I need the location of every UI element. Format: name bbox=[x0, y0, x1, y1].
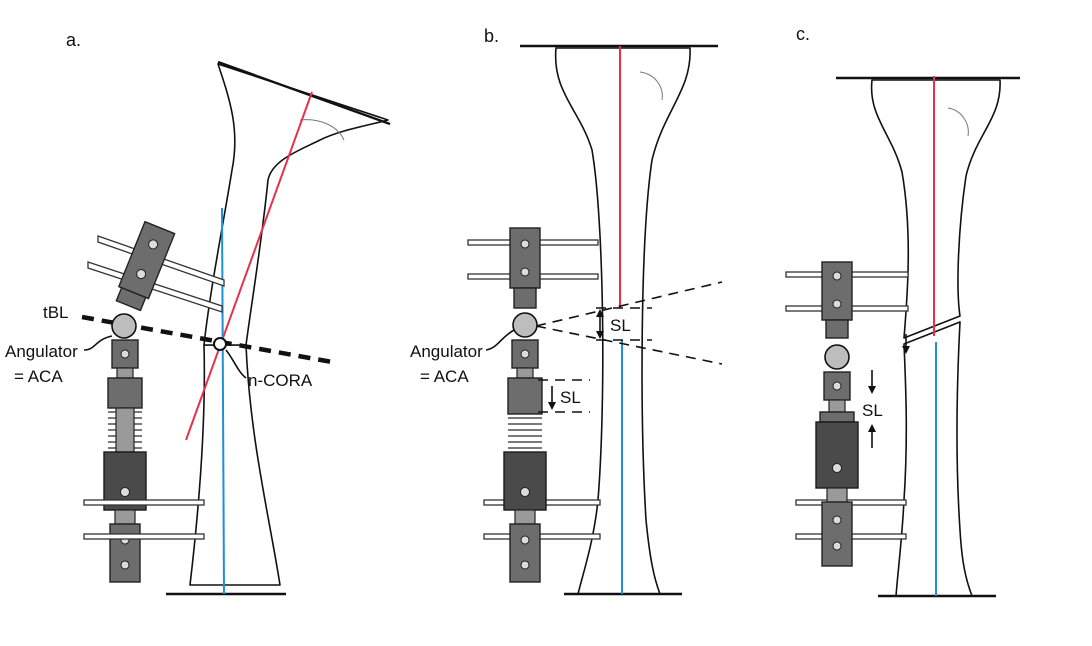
panel-c-plateau-detail bbox=[947, 107, 969, 137]
panel-a-distal-tibia bbox=[189, 344, 281, 586]
panel-a-angulator-hinge bbox=[111, 313, 137, 339]
panel-a-distal-fixator bbox=[103, 339, 147, 583]
panel-b-wedge-upper-line bbox=[535, 281, 723, 327]
panel-c-sl-label: SL bbox=[862, 401, 883, 420]
panel-b: b. SL bbox=[410, 26, 723, 596]
panel-a-ncora-label: n-CORA bbox=[248, 371, 313, 390]
panel-a-anatomical-axis bbox=[221, 207, 225, 595]
panel-a-ncora-point bbox=[213, 337, 227, 351]
panel-b-plateau-detail bbox=[639, 71, 663, 101]
panel-a-tbl-label: tBL bbox=[43, 303, 69, 322]
panel-a-distal-pins bbox=[83, 499, 205, 540]
panel-c-angulator-hinge bbox=[824, 344, 850, 370]
panel-b-wedge-lower-line bbox=[535, 325, 723, 365]
panel-a-ncora-leader bbox=[225, 349, 247, 379]
panel-a-angulator-label: Angulator bbox=[5, 342, 78, 361]
panel-b-fixator bbox=[503, 227, 547, 583]
panel-b-aca-label: = ACA bbox=[420, 367, 469, 386]
panel-c-proximal-fragment bbox=[870, 79, 1001, 339]
panel-c-distal-fragment bbox=[895, 321, 973, 597]
panel-b-label: b. bbox=[484, 26, 499, 46]
panel-c-label: c. bbox=[796, 24, 810, 44]
panel-c: c. bbox=[785, 24, 1020, 598]
panel-b-angulator-hinge bbox=[512, 312, 538, 338]
panel-a-proximal-clamp bbox=[115, 220, 176, 312]
panel-b-fixator-sl-label: SL bbox=[560, 388, 581, 407]
panel-a-angulator-leader bbox=[83, 335, 113, 351]
panel-a-mechanical-axis bbox=[185, 91, 313, 441]
panel-b-angulator-leader bbox=[485, 329, 515, 351]
panel-c-fixator bbox=[815, 261, 859, 567]
panel-b-sl-label: SL bbox=[610, 316, 631, 335]
panel-b-angulator-label: Angulator bbox=[410, 342, 483, 361]
panel-a-label: a. bbox=[66, 30, 81, 50]
panel-a: a. bbox=[5, 30, 391, 596]
panel-a-aca-label: = ACA bbox=[14, 367, 63, 386]
panel-a-plateau-detail bbox=[299, 119, 345, 141]
panel-a-proximal-tibia bbox=[203, 63, 389, 346]
panel-a-knee-joint-line bbox=[217, 60, 391, 126]
